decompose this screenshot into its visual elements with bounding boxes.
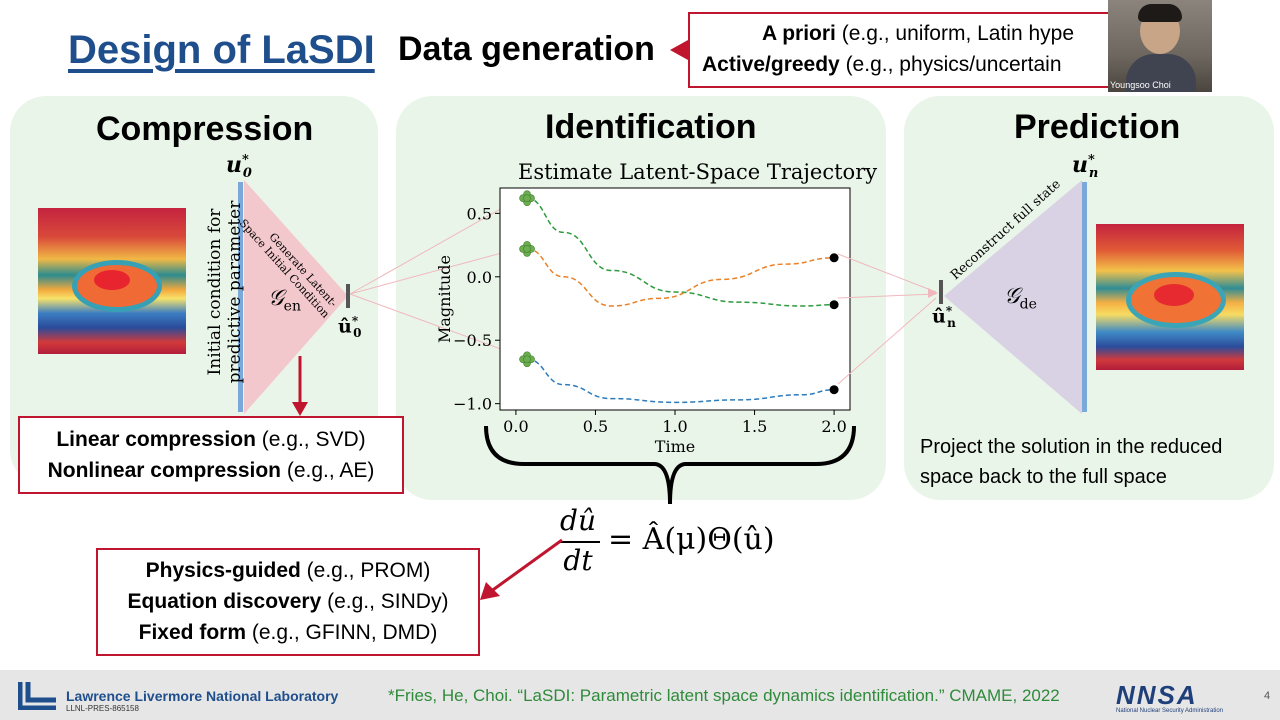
lab-name: Lawrence Livermore National Laboratory [66,688,339,704]
encoder-triangle [244,180,350,414]
series-start-marker-2 [519,241,535,257]
series-start-marker-1 [519,190,535,206]
y-tick-label: 0.0 [467,268,492,287]
llnl-logo-icon [18,682,56,710]
data-generation-label: Data generation [398,30,655,68]
series-end-marker-3 [829,385,839,395]
uhatn-star-label: û*n [932,304,956,331]
plot-area [499,187,851,411]
x-tick-label: 1.0 [662,417,687,436]
decoder-connectors [837,253,938,385]
identification-methods-box: Physics-guided (e.g., PROM) Equation dis… [96,548,480,656]
encoder-label: 𝒢en [268,286,301,315]
series-end-marker-1 [829,300,839,310]
y-tick-label: 0.5 [467,204,492,223]
series-line-3 [526,358,835,404]
series-start-marker-3 [519,351,535,368]
x-tick-label: 0.5 [583,417,608,436]
prediction-description: Project the solution in the reduced spac… [920,436,1223,488]
equation-numerator: dû [560,504,596,537]
x-tick-label: 0.0 [503,417,528,436]
page-number: 4 [1264,690,1271,702]
nnsa-logo: NNSA [1116,680,1198,710]
citation: *Fries, He, Choi. “LaSDI: Parametric lat… [388,686,1060,705]
webcam-video: Youngsoo Choi [1108,0,1212,92]
u0-star-label: u*0 [226,152,252,182]
equation-rhs: = Â(μ)Θ(û) [608,522,775,557]
identification-brace [484,425,856,505]
compression-arrow [292,356,308,416]
latent-connectors [349,197,521,357]
initial-condition-label: Initial condition for predictive paramet… [205,200,245,384]
un-star-label: u*n [1072,152,1099,182]
y-axis-label: Magnitude [435,255,454,343]
reduced-to-full-bar [1082,182,1087,412]
compression-heading: Compression [96,110,314,148]
uhat0-star-label: û*0 [338,314,362,341]
initial-condition-field-image [38,208,186,354]
x-tick-label: 1.5 [742,417,767,436]
series-line-1 [526,197,835,307]
identification-heading: Identification [545,108,757,146]
nnsa-caption: National Nuclear Security Administration [1116,708,1224,714]
x-axis-label: Time [655,437,695,456]
prediction-heading: Prediction [1014,108,1181,146]
decoder-triangle [939,180,1082,414]
equation-denominator: dt [563,544,593,577]
y-tick-label: −0.5 [453,331,492,350]
chart-title: Estimate Latent-Space Trajectory [518,160,878,184]
sampling-box: A priori (e.g., uniform, Latin hype Acti… [688,12,1142,88]
footer-bar: Lawrence Livermore National Laboratory L… [0,670,1280,720]
webcam-name: Youngsoo Choi [1110,80,1171,90]
series-end-marker-2 [829,253,839,263]
identification-arrow [480,538,563,600]
decoder-label: 𝒢de [1004,284,1037,313]
slide-title: Design of LaSDI [68,28,375,72]
doc-id: LLNL-PRES-865158 [66,704,139,713]
predicted-field-image [1096,224,1244,370]
x-tick-label: 2.0 [821,417,846,436]
y-tick-label: −1.0 [453,395,492,414]
series-line-2 [526,248,835,307]
data-generation-arrow [670,40,688,60]
compression-methods-box: Linear compression (e.g., SVD) Nonlinear… [18,416,404,494]
full-state-vector-bar [238,182,243,412]
